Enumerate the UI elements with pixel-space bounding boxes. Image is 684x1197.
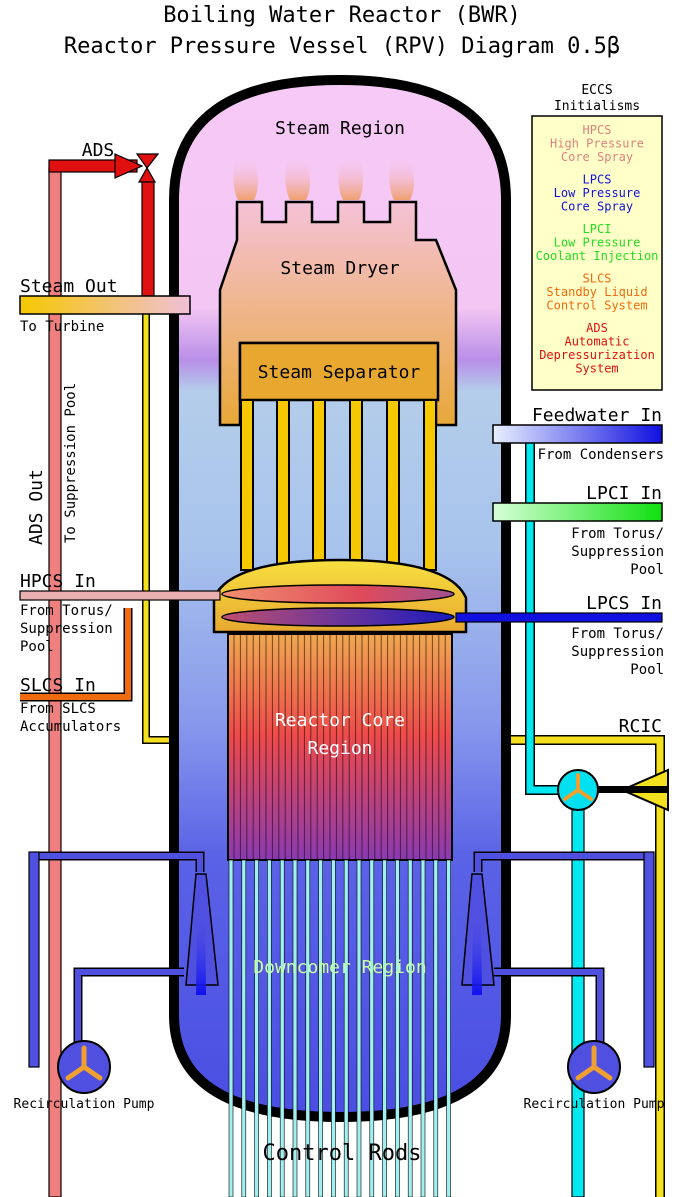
feedwater-line <box>526 440 566 794</box>
steam-region-label: Steam Region <box>275 118 405 139</box>
recirc-pump-left-label: Recirculation Pump <box>14 1097 155 1112</box>
control-rod <box>446 859 451 1197</box>
to-suppression-pool-label: To Suppression Pool <box>63 383 79 543</box>
legend-entry-hpcs-line-0: HPCS <box>583 123 612 137</box>
legend-title-1: ECCS <box>581 83 612 98</box>
control-rod <box>228 859 234 1197</box>
slcs-in-label: SLCS In <box>20 675 96 696</box>
legend-entry-ads-line-2: Depressurization <box>539 348 655 362</box>
steam-out-pipe <box>19 295 191 315</box>
legend-entry-ads-line-1: Automatic <box>564 335 629 349</box>
control-rod <box>433 859 439 1197</box>
legend-entry-ads-line-3: System <box>575 362 618 376</box>
legend-entry-slcs-line-2: Control System <box>546 299 647 313</box>
legend-entry-lpcs-line-2: Core Spray <box>561 200 633 214</box>
lpcs-pipe <box>455 612 663 623</box>
control-rod <box>267 859 272 1197</box>
legend-title-2: Initialisms <box>554 99 640 114</box>
control-rod <box>305 859 311 1197</box>
control-rod <box>331 859 336 1197</box>
lpcs-sparger <box>221 607 455 627</box>
ads-valve-top <box>135 153 160 170</box>
to-turbine-label: To Turbine <box>20 319 104 335</box>
steam-dryer-label: Steam Dryer <box>280 258 399 279</box>
rcic-turbine <box>557 768 669 812</box>
lpci-from-1: From Torus/ <box>571 526 664 542</box>
control-rod <box>395 859 400 1197</box>
lpcs-from-3: Pool <box>630 662 664 678</box>
control-rod <box>407 859 413 1197</box>
control-rod <box>420 859 426 1197</box>
ads-riser <box>141 181 155 297</box>
lpci-from-2: Suppression <box>571 544 664 560</box>
slcs-line <box>20 608 131 700</box>
control-rod <box>382 859 387 1197</box>
control-rod <box>241 859 247 1197</box>
hpcs-from-2: Suppression <box>20 621 113 637</box>
rcic-supply-pipe <box>571 807 585 1197</box>
jet-pump-left <box>28 851 219 1094</box>
control-rods-label: Control Rods <box>263 1141 422 1166</box>
control-rod <box>369 859 375 1197</box>
slcs-from-1: From SLCS <box>20 701 96 717</box>
reactor-core <box>227 633 453 861</box>
legend-entry-ads-line-0: ADS <box>586 321 608 335</box>
legend-entry-lpci-line-1: Low Pressure <box>554 236 641 250</box>
rcic-line <box>508 736 664 1197</box>
steam-separator-label: Steam Separator <box>258 362 421 383</box>
control-rod <box>279 859 285 1197</box>
steam-separator <box>238 341 440 402</box>
hpcs-from-1: From Torus/ <box>20 603 113 619</box>
legend-entry-slcs-line-0: SLCS <box>583 272 612 286</box>
hpcs-from-3: Pool <box>20 639 54 655</box>
hpcs-pipe <box>19 590 221 601</box>
lpci-pipe <box>492 502 663 522</box>
from-condensers-label: From Condensers <box>538 447 664 463</box>
legend-entry-lpci-line-2: Coolant Injection <box>536 249 659 263</box>
fuel-assemblies <box>233 634 446 860</box>
ads-out-label: ADS Out <box>26 469 47 545</box>
hpcs-in-label: HPCS In <box>20 571 96 592</box>
steam-plumes <box>233 155 414 200</box>
rcic-label: RCIC <box>619 716 662 737</box>
hpcs-sparger <box>221 584 455 604</box>
core-region-label-1: Reactor Core <box>275 710 405 731</box>
lpci-in-label: LPCI In <box>586 483 662 504</box>
control-rod <box>318 859 323 1197</box>
control-rod <box>343 859 349 1197</box>
slcs-from-2: Accumulators <box>20 719 121 735</box>
lpci-from-3: Pool <box>630 562 664 578</box>
ads-valve-bottom <box>137 166 157 183</box>
control-rod <box>292 859 298 1197</box>
feedwater-pipe <box>492 424 663 444</box>
ads-label: ADS <box>82 140 115 161</box>
control-rod <box>356 859 362 1197</box>
legend-entry-slcs-line-1: Standby Liquid <box>546 285 647 299</box>
legend-entry-lpcs-line-0: LPCS <box>583 173 612 187</box>
steam-out-label: Steam Out <box>20 276 118 297</box>
title-line1: Boiling Water Reactor (BWR) <box>163 3 521 28</box>
recirc-pump-right-label: Recirculation Pump <box>524 1097 665 1112</box>
feedwater-in-label: Feedwater In <box>532 405 662 426</box>
legend-entry-lpci-line-0: LPCI <box>583 222 612 236</box>
lpcs-in-label: LPCS In <box>586 593 662 614</box>
control-rods-group <box>228 859 451 1197</box>
title-line2: Reactor Pressure Vessel (RPV) Diagram 0.… <box>64 34 620 59</box>
control-rod <box>254 859 259 1197</box>
core-region-label-2: Region <box>307 738 372 759</box>
lpcs-from-2: Suppression <box>571 644 664 660</box>
legend-entry-hpcs-line-2: Core Spray <box>561 150 633 164</box>
legend-entry-lpcs-line-1: Low Pressure <box>554 186 641 200</box>
jet-pump-right <box>461 851 655 1094</box>
ads-valve-left <box>114 153 144 179</box>
legend-box <box>531 115 663 391</box>
legend-entry-hpcs-line-1: High Pressure <box>550 137 644 151</box>
lpcs-from-1: From Torus/ <box>571 626 664 642</box>
downcomer-label: Downcomer Region <box>253 957 426 978</box>
